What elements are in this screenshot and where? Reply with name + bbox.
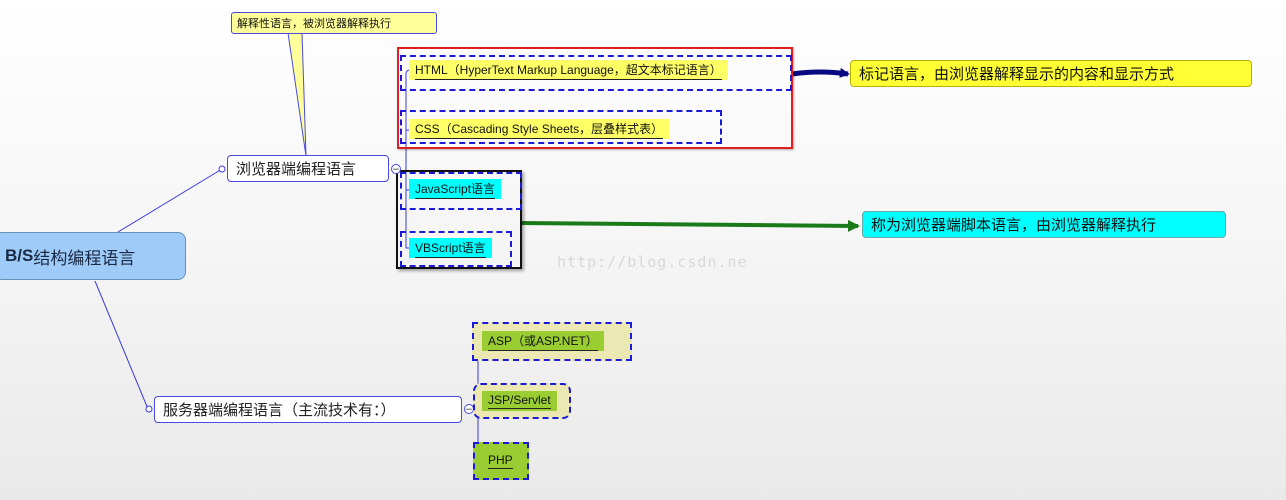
leaf-asp-label: ASP（或ASP.NET） [488,332,598,351]
leaf-javascript-label: JavaScript语言 [415,180,496,199]
note-script[interactable]: 称为浏览器端脚本语言，由浏览器解释执行 [862,211,1226,238]
leaf-php[interactable]: PHP [482,451,519,471]
leaf-php-label: PHP [488,453,513,469]
leaf-vbscript-frame [400,231,512,267]
callout-text: 解释性语言，被浏览器解释执行 [237,17,391,30]
topic-browser-label: 浏览器端编程语言 [236,160,357,178]
topic-server[interactable]: 服务器端编程语言（主流技术有：） [154,396,462,423]
leaf-asp[interactable]: ASP（或ASP.NET） [482,331,604,351]
root-topic[interactable]: B/S 结构编程语言 [0,232,186,280]
note-markup-text: 标记语言，由浏览器解释显示的内容和显示方式 [859,65,1175,83]
root-to-browser-line [117,168,223,233]
script-arrow [519,219,860,232]
leaf-javascript[interactable]: JavaScript语言 [409,179,502,199]
markup-arrow [791,67,850,78]
root-label: 结构编程语言 [33,248,136,269]
leaf-javascript-frame [400,172,522,210]
root-to-server-line [94,280,149,410]
leaf-css-label: CSS（Cascading Style Sheets，层叠样式表） [415,120,664,139]
callout-note[interactable]: 解释性语言，被浏览器解释执行 [231,12,437,34]
leaf-html[interactable]: HTML（HyperText Markup Language，超文本标记语言） [409,60,728,80]
leaf-jsp[interactable]: JSP/Servlet [482,391,557,411]
note-script-text: 称为浏览器端脚本语言，由浏览器解释执行 [871,216,1157,234]
watermark: http://blog.csdn.ne [557,253,748,271]
root-bold: B/S [5,246,34,265]
leaf-vbscript-label: VBScript语言 [415,239,486,258]
leaf-html-label: HTML（HyperText Markup Language，超文本标记语言） [415,61,722,80]
markup-group-frame [397,47,793,149]
leaf-jsp-label: JSP/Servlet [488,393,551,409]
leaf-vbscript[interactable]: VBScript语言 [409,238,492,258]
topic-browser[interactable]: 浏览器端编程语言 [227,155,389,182]
leaf-css[interactable]: CSS（Cascading Style Sheets，层叠样式表） [409,119,670,139]
callout-pointer [287,32,307,157]
leaf-css-frame [400,110,722,144]
topic-server-label: 服务器端编程语言（主流技术有：） [163,401,396,419]
note-markup[interactable]: 标记语言，由浏览器解释显示的内容和显示方式 [850,60,1252,87]
script-group-frame [396,170,522,269]
leaf-html-frame [400,55,792,91]
browser-branch-lines [405,69,411,249]
collapse-browser-icon[interactable]: − [391,164,401,175]
